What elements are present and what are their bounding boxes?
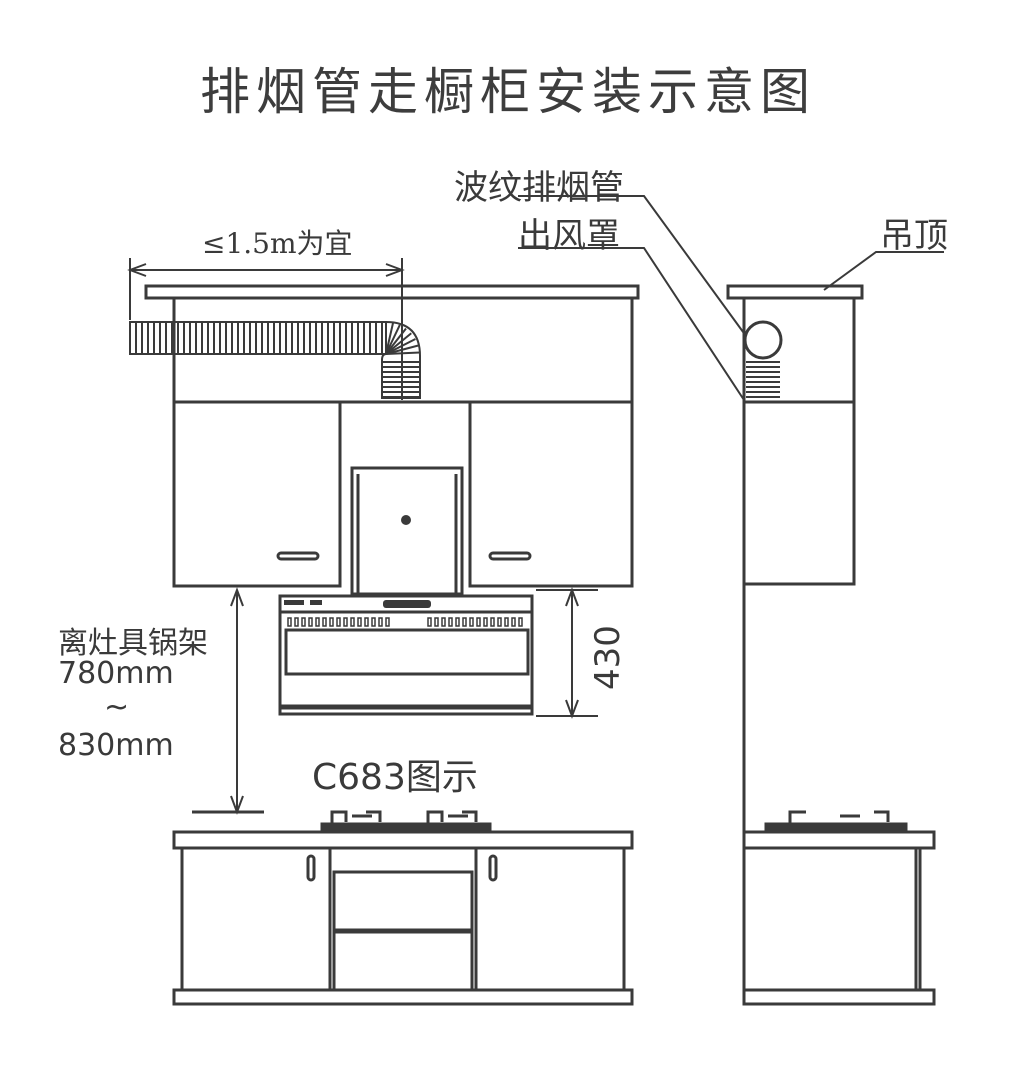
- diagram-title: 排烟管走橱柜安装示意图: [200, 63, 816, 121]
- hood-outlet-leader: [518, 247, 745, 401]
- cabinet-handle-left: [276, 551, 320, 561]
- span-dim-arrow-right: [385, 263, 405, 277]
- ceiling-leader: [823, 251, 944, 291]
- range-hood-front-panel: [284, 628, 530, 676]
- flex-duct-leader: [518, 195, 747, 337]
- distance-tilde: ~: [104, 690, 130, 725]
- countertop-front: [172, 830, 634, 850]
- hood-chimney-cover: [350, 466, 464, 596]
- hood-height-label: 430: [588, 625, 628, 690]
- distance-max: 830mm: [58, 728, 174, 763]
- model-caption: C683图示: [312, 757, 478, 798]
- base-drawer-top: [332, 870, 474, 932]
- distance-dim-arrow-top: [230, 587, 244, 607]
- gas-hob-front: [320, 810, 492, 834]
- gas-hob-side: [764, 810, 908, 832]
- ceiling-board-side: [726, 284, 864, 300]
- ceiling-label: 吊顶: [880, 216, 948, 256]
- base-handle-right: [488, 854, 498, 882]
- range-hood-vent-row: [287, 617, 523, 627]
- base-cabinet-side-plinth: [742, 988, 936, 1006]
- base-drawer-bottom: [332, 930, 474, 992]
- base-cabinet-front: [180, 846, 626, 992]
- flex-duct-front: [129, 321, 421, 399]
- upper-cabinet-side: [742, 400, 856, 586]
- base-cabinet-side: [742, 846, 922, 992]
- range-hood-body: [278, 594, 534, 710]
- base-handle-left: [306, 854, 316, 882]
- countertop-side: [742, 830, 936, 850]
- distance-min: 780mm: [58, 656, 174, 691]
- range-hood-base: [278, 704, 534, 716]
- height-dim-arrow-top: [565, 587, 579, 607]
- hood-outlet-label: 出风罩: [518, 216, 620, 256]
- span-dim-arrow-left: [127, 263, 147, 277]
- distance-caption: 离灶具锅架: [58, 626, 208, 661]
- range-hood-controls: [284, 600, 431, 608]
- ceiling-board-front: [144, 284, 640, 300]
- duct-span-label: ≤1.5m为宜: [202, 227, 353, 260]
- flex-duct-label: 波纹排烟管: [454, 168, 624, 208]
- base-cabinet-plinth: [172, 988, 634, 1006]
- height-dim-arrow-bottom: [565, 699, 579, 719]
- chimney-knob: [401, 515, 411, 525]
- cabinet-handle-right: [488, 551, 532, 561]
- flex-duct-side: [743, 320, 783, 398]
